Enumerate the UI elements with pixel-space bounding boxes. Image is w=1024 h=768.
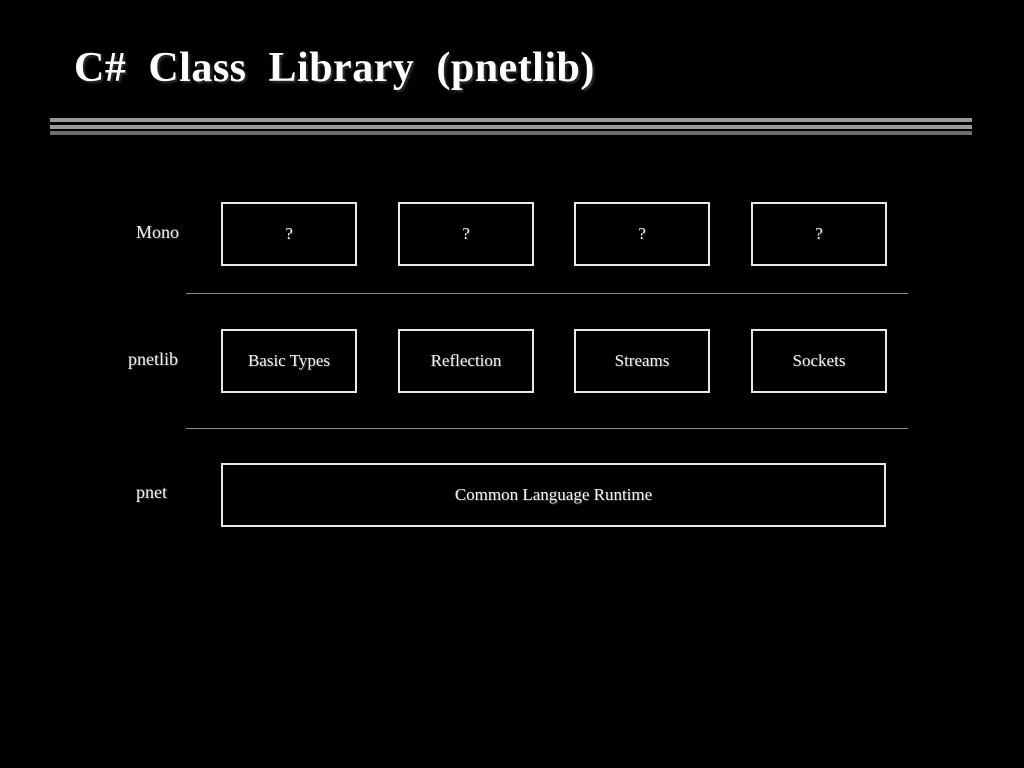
diagram-cell-common-language-runtime: Common Language Runtime	[221, 463, 886, 527]
diagram-cell-streams: Streams	[574, 329, 710, 393]
row-label-pnetlib: pnetlib	[128, 349, 178, 369]
diagram-cell-sockets: Sockets	[751, 329, 887, 393]
page-title: C# Class Library (pnetlib)	[74, 45, 595, 91]
diagram-cell-reflection: Reflection	[398, 329, 534, 393]
title-divider	[50, 118, 972, 135]
row-separator-2	[186, 428, 908, 429]
diagram-cell-mono-4: ?	[751, 202, 887, 266]
title-divider-bar-1	[50, 118, 972, 122]
diagram-cell-mono-2: ?	[398, 202, 534, 266]
title-divider-bar-2	[50, 125, 972, 129]
row-label-pnet: pnet	[136, 482, 167, 502]
diagram-cell-mono-3: ?	[574, 202, 710, 266]
title-divider-bar-3	[50, 131, 972, 135]
row-separator-1	[186, 293, 908, 294]
row-label-mono: Mono	[136, 222, 180, 242]
diagram-cell-mono-1: ?	[221, 202, 357, 266]
diagram-cell-basic-types: Basic Types	[221, 329, 357, 393]
